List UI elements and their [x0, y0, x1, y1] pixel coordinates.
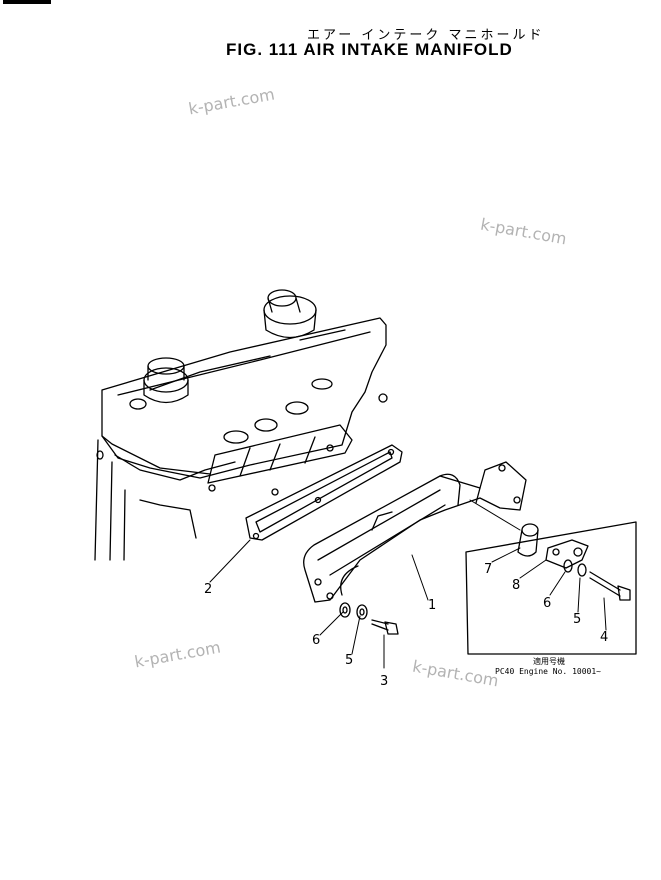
callout-8: 8: [512, 578, 521, 593]
applicability-model: PC40 Engine No. 10001~: [495, 667, 601, 676]
hardware-left: [339, 602, 399, 635]
applicability-heading: 適用号機: [533, 657, 565, 666]
callout-2: 2: [204, 582, 213, 597]
page-title: FIG. 111 AIR INTAKE MANIFOLD: [226, 40, 513, 59]
intake-manifold: [303, 461, 527, 603]
engine-block: [94, 289, 388, 561]
callout-4: 4: [600, 630, 609, 645]
callout-5-inset: 5: [573, 612, 582, 627]
leader-lines: [209, 499, 607, 669]
callout-6-left: 6: [312, 633, 321, 648]
header-rule: [3, 0, 51, 4]
callout-3: 3: [380, 674, 389, 689]
callout-7: 7: [484, 562, 493, 577]
gasket: [245, 444, 403, 541]
inset-box: [465, 521, 637, 655]
callout-5-left: 5: [345, 653, 354, 668]
title-japanese: エアー インテーク マニホールド: [307, 28, 545, 43]
callout-6-inset: 6: [543, 596, 552, 611]
callout-1: 1: [428, 598, 437, 613]
